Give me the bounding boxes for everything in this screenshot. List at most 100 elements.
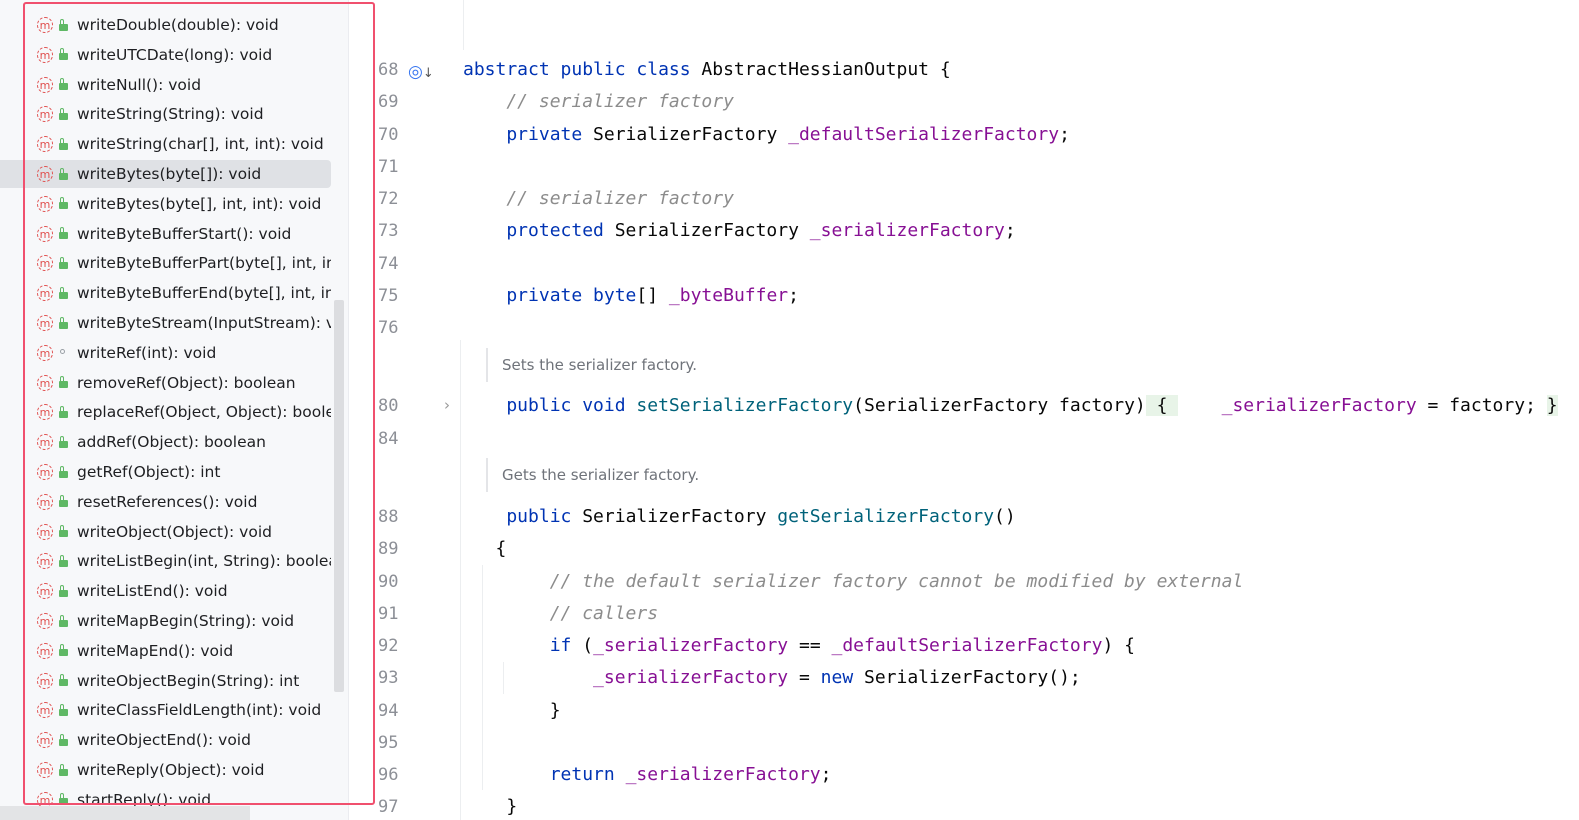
public-lock-icon — [59, 525, 68, 538]
vertical-scrollbar[interactable] — [334, 300, 344, 692]
horizontal-scrollbar[interactable] — [0, 806, 250, 820]
code-token: // the default serializer factory cannot… — [463, 571, 1244, 592]
code-token: = — [788, 667, 821, 688]
structure-item-label: addRef(Object): boolean — [77, 433, 266, 452]
public-lock-icon — [59, 733, 68, 746]
structure-item-label: writeListEnd(): void — [77, 582, 228, 601]
public-lock-icon — [59, 78, 68, 91]
line-number: 80 — [378, 396, 399, 416]
structure-item[interactable]: m removeRef(Object): boolean — [0, 369, 331, 397]
method-icon: m — [37, 255, 53, 272]
line-number: 75 — [378, 286, 399, 306]
method-icon: m — [37, 762, 53, 778]
method-icon: m — [37, 672, 53, 689]
code-token — [463, 667, 593, 688]
method-icon: m — [37, 46, 53, 63]
structure-item-label: writeObjectEnd(): void — [77, 731, 251, 750]
indent-guide — [460, 340, 461, 820]
public-lock-icon — [59, 167, 68, 180]
fold-expand-icon[interactable]: › — [444, 396, 450, 414]
method-icon: m — [37, 285, 53, 302]
method-icon: m — [37, 434, 53, 451]
code-line: // the default serializer factory cannot… — [463, 571, 1244, 592]
line-number: 93 — [378, 668, 399, 688]
structure-item-label: writeObjectBegin(String): int — [77, 671, 300, 690]
line-number: 69 — [378, 92, 399, 112]
public-lock-icon — [59, 18, 68, 31]
code-token: _serializerFactory — [625, 764, 821, 785]
public-lock-icon — [59, 376, 68, 389]
code-line: protected SerializerFactory _serializerF… — [463, 220, 1015, 241]
line-number: 68 — [378, 60, 399, 80]
code-token: = factory; — [1416, 395, 1547, 416]
code-token: public void — [463, 395, 637, 416]
structure-item-label: writeMapBegin(String): void — [77, 612, 295, 630]
public-lock-icon — [59, 465, 68, 478]
indent-guide — [482, 565, 483, 790]
structure-item-label: writeMapEnd(): void — [77, 641, 234, 660]
code-line: // serializer factory — [463, 188, 734, 209]
public-lock-icon — [59, 197, 68, 210]
structure-item-label: writeRef(int): void — [77, 343, 217, 362]
structure-item-label: removeRef(Object): boolean — [77, 373, 296, 392]
public-lock-icon — [59, 674, 68, 687]
code-token: // serializer factory — [463, 91, 734, 112]
public-lock-icon — [59, 793, 68, 806]
structure-item[interactable]: m writeUTCDate(long): void — [0, 41, 331, 69]
code-line: _serializerFactory = new SerializerFacto… — [463, 667, 1081, 688]
code-line: return _serializerFactory; — [463, 764, 832, 785]
structure-item-label: writeNull(): void — [77, 75, 202, 94]
override-gutter-icon[interactable]: ◎↓ — [408, 62, 434, 82]
code-token: if — [463, 635, 583, 656]
code-token: private — [463, 124, 594, 145]
method-icon: m — [37, 493, 53, 510]
structure-item-label: writeBytes(byte[]): void — [77, 165, 262, 183]
code-token: [] — [636, 285, 669, 306]
code-token: // serializer factory — [463, 188, 734, 209]
structure-item-label: writeString(String): void — [77, 105, 264, 124]
method-icon: m — [37, 553, 53, 570]
structure-item-label: writeUTCDate(long): void — [77, 45, 273, 64]
line-number: 76 — [378, 318, 399, 338]
structure-item[interactable]: m writeObjectBegin(String): int — [0, 667, 331, 695]
rendered-javadoc[interactable]: Sets the serializer factory. — [486, 348, 697, 382]
code-token: } — [1546, 395, 1558, 416]
code-token: ; — [820, 764, 832, 785]
line-number: 89 — [378, 539, 399, 559]
rendered-javadoc[interactable]: Gets the serializer factory. — [486, 458, 699, 492]
method-icon: m — [37, 225, 53, 242]
line-number: 84 — [378, 429, 399, 449]
code-line: } — [463, 700, 561, 721]
public-lock-icon — [59, 137, 68, 150]
code-line: public void setSerializerFactory(Seriali… — [463, 395, 1558, 416]
code-line: abstract public class AbstractHessianOut… — [463, 59, 951, 80]
indent-guide — [463, 0, 464, 50]
code-line: // serializer factory — [463, 91, 734, 112]
structure-item[interactable]: m addRef(Object): boolean — [0, 428, 331, 456]
structure-item[interactable]: m writeString(String): void — [0, 100, 331, 128]
method-icon: m — [37, 106, 53, 123]
method-icon: m — [37, 374, 53, 391]
public-lock-icon — [59, 614, 68, 627]
